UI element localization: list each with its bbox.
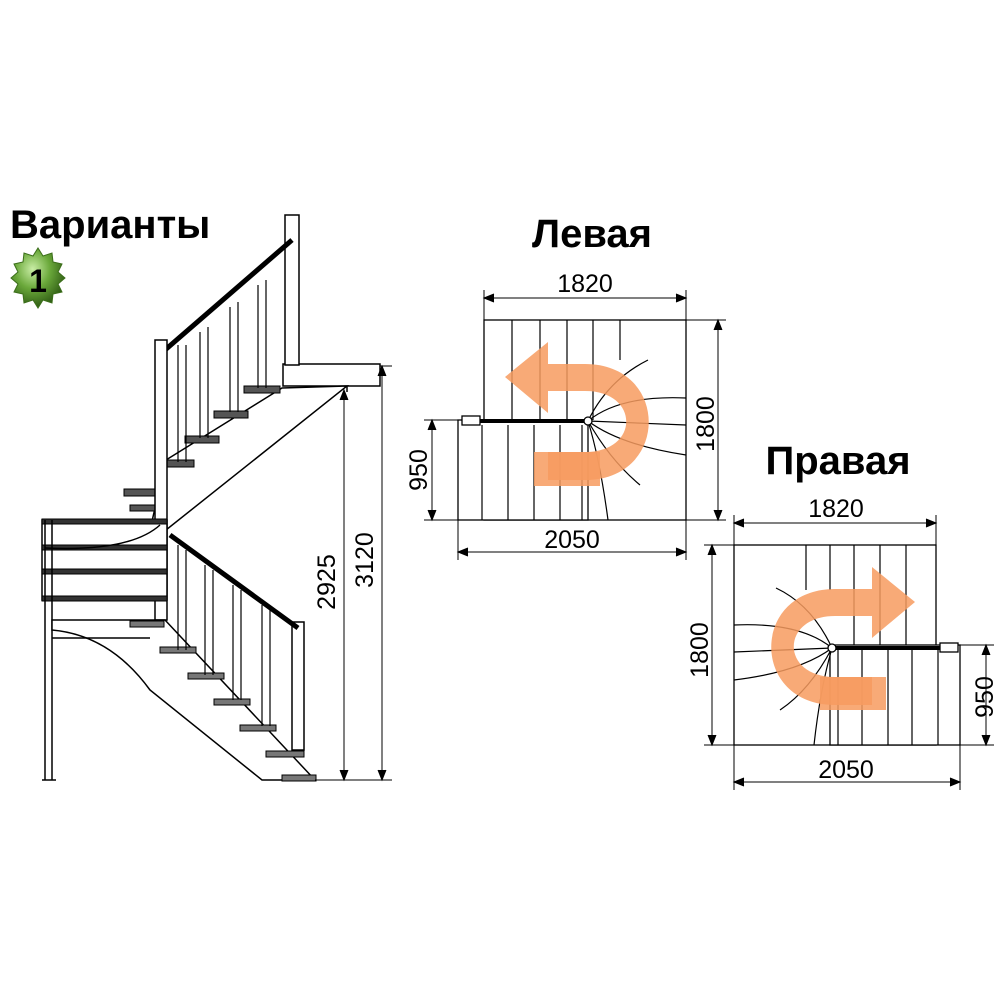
left-plan-dimensions <box>424 290 726 560</box>
upper-landing <box>282 363 381 387</box>
badge-star <box>10 247 66 309</box>
lower-handrail <box>168 532 300 631</box>
right-plan <box>733 544 961 746</box>
lower-newel <box>291 621 305 751</box>
right-landing-label: 950 <box>971 676 999 718</box>
height-floor-label: 2925 <box>313 554 341 610</box>
upper-balusters <box>177 280 267 462</box>
left-plan <box>457 319 687 521</box>
upper-newel <box>284 214 300 366</box>
right-plan-dimensions <box>704 515 994 790</box>
right-height-label: 1800 <box>686 622 714 678</box>
side-view <box>41 214 381 782</box>
lower-balusters <box>177 545 271 726</box>
left-plan-title: Левая <box>532 212 652 256</box>
left-direction-arrow <box>505 342 649 480</box>
landing-platform <box>41 519 168 601</box>
right-arrow-tail <box>820 677 886 710</box>
right-width-bottom-label: 2050 <box>818 756 874 784</box>
title: Варианты <box>10 203 210 247</box>
left-arrow-tail <box>534 452 600 486</box>
left-landing-label: 950 <box>405 449 433 491</box>
right-plan-title: Правая <box>765 439 910 483</box>
upper-stringer <box>149 385 350 531</box>
right-width-top-label: 1820 <box>808 495 864 523</box>
left-width-top-label: 1820 <box>557 270 613 298</box>
right-direction-arrow <box>771 567 915 705</box>
height-total-label: 3120 <box>351 532 379 588</box>
badge-number: 1 <box>29 263 47 299</box>
left-height-label: 1800 <box>692 396 720 452</box>
left-width-bottom-label: 2050 <box>544 526 600 554</box>
upper-handrail <box>163 238 294 352</box>
badge: 1 <box>10 247 66 309</box>
side-dimensions <box>315 364 392 782</box>
